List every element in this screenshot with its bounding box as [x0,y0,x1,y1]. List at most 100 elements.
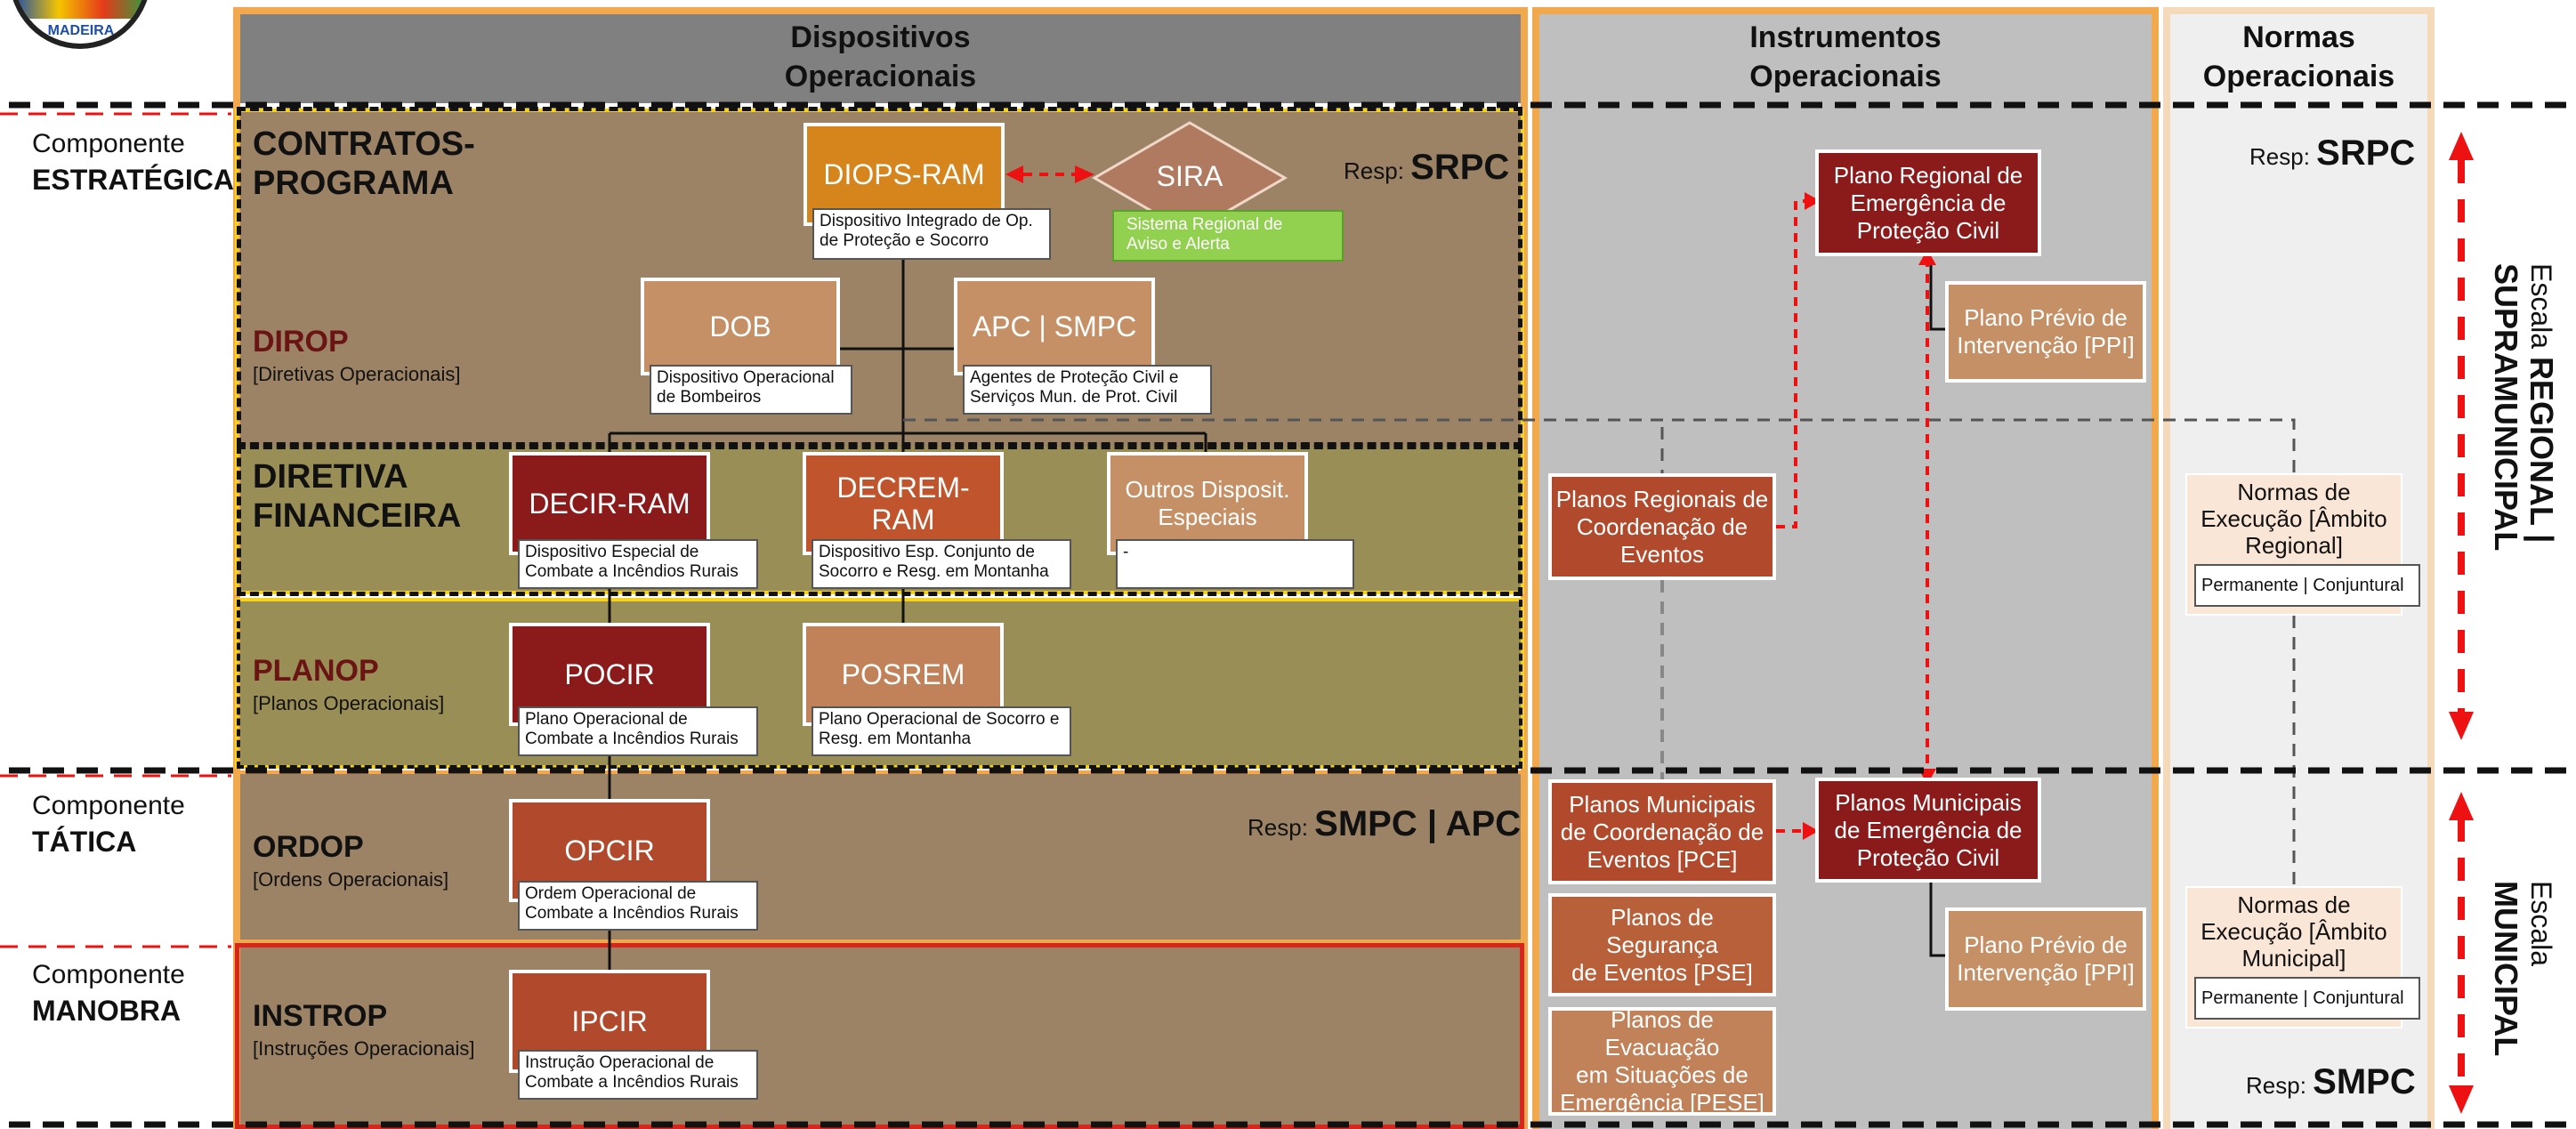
dispositivos-title: Dispositivos Operacionais [240,18,1521,96]
node-label-line: Planos Regionais de [1555,485,1769,512]
node-ppi-regional[interactable]: Plano Prévio de Intervenção [PPI] [1945,281,2146,383]
node-label-line: Emergência de [1850,189,2007,216]
desc-line: Aviso e Alerta [1126,235,1230,254]
resp-srpc-normas: Resp: SRPC [2249,133,2415,173]
desc-dob: Dispositivo Operacional de Bombeiros [650,365,852,415]
node-label-line: Emergência [PESE] [1560,1089,1764,1116]
normas-line: Normas de [2237,479,2351,505]
desc-line: Plano Operacional de [525,710,688,729]
desc-line: Plano Operacional de Socorro e [819,710,1060,729]
diretiva-title: DIRETIVA FINANCEIRA [253,457,461,536]
desc-line: Combate a Incêndios Rurais [525,1073,739,1092]
sira-label: SIRA [1156,160,1223,192]
desc-decrem-ram: Dispositivo Esp. Conjunto de Socorro e R… [812,539,1071,589]
band-instrop [240,947,1521,1125]
normas-line: Municipal] [2241,945,2346,972]
normas-line: Normas de [2237,891,2351,918]
node-label-line: Eventos [PCE] [1587,845,1738,873]
scale-name: REGIONAL | SUPRAMUNICIPAL [2488,263,2560,552]
desc-line: Agentes de Proteção Civil e [970,368,1179,387]
node-label-line: de Eventos [PSE] [1571,958,1753,986]
node-planos-seguranca-eventos[interactable]: Planos de Segurança de Eventos [PSE] [1548,893,1776,996]
desc-line: Dispositivo Operacional [657,368,835,387]
normas-regional-tag: Permanente | Conjuntural [2194,564,2420,607]
normas-title-line2: Operacionais [2202,60,2395,93]
planop-title: PLANOP [253,654,379,688]
desc-ipcir: Instrução Operacional de Combate a Incên… [518,1050,758,1100]
instrumentos-title-line1: Instrumentos [1749,20,1942,54]
desc-line: Instrução Operacional de [525,1053,715,1072]
scale-label: Escala [2525,263,2557,350]
diretiva-title-line2: FINANCEIRA [253,497,462,535]
desc-line: Dispositivo Integrado de Op. [820,212,1033,230]
node-ppi-municipal[interactable]: Plano Prévio de Intervenção [PPI] [1945,907,2146,1011]
ordop-title: ORDOP [253,830,364,864]
desc-line: Resg. em Montanha [819,730,972,748]
node-decir-ram[interactable]: DECIR-RAM [509,452,710,555]
scale-regional: Escala REGIONAL | SUPRAMUNICIPAL [2488,263,2560,708]
component-estrategica: Componente ESTRATÉGICA [32,126,234,198]
scale-municipal: Escala MUNICIPAL [2488,881,2559,1059]
node-label-line: de Coordenação de [1560,818,1764,845]
node-label-line: Proteção Civil [1856,843,2000,871]
instrop-title: INSTROP [253,999,388,1033]
node-label-line: Especiais [1158,504,1257,530]
desc-line: de Proteção e Socorro [820,231,989,250]
logo-text: MADEIRA [47,23,115,38]
node-apc-smpc[interactable]: APC | SMPC [954,278,1155,375]
component-name: TÁTICA [32,826,137,858]
node-label-line: Planos Municipais [1569,790,1756,818]
node-label-line: Coordenação de [1576,512,1748,540]
desc-pocir: Plano Operacional de Combate a Incêndios… [518,706,758,756]
node-label-line: Intervenção [PPI] [1957,959,2135,986]
planop-dashed-box [237,600,1522,769]
instrop-subtitle: [Instruções Operacionais] [253,1037,475,1060]
resp-value: SMPC [2313,1062,2416,1101]
component-label: Componente [32,791,185,820]
desc-line: Sistema Regional de [1126,215,1283,234]
node-plano-regional-emergencia[interactable]: Plano Regional de Emergência de Proteção… [1815,149,2041,256]
resp-label: Resp: [2246,1072,2306,1099]
node-planos-municipais-emergencia[interactable]: Planos Municipais de Emergência de Prote… [1815,778,2041,883]
node-planos-municipais-coordenacao[interactable]: Planos Municipais de Coordenação de Even… [1548,779,1776,884]
node-label-line: Planos de Evacuação [1604,1006,1720,1060]
diretiva-dashed-box [237,445,1522,596]
ordop-outline [235,770,1524,943]
node-outros-dispositivos[interactable]: Outros Disposit. Especiais [1107,452,1308,555]
desc-line: Serviços Mun. de Prot. Civil [970,388,1178,407]
node-label-line: Plano Prévio de [1964,931,2128,958]
resp-label: Resp: [1344,157,1404,184]
scale-label: Escala [2525,881,2557,967]
node-label-line: Intervenção [PPI] [1957,332,2135,359]
resp-smpc-apc: Resp: SMPC | APC [1248,804,1521,844]
desc-outros-dispositivos: - [1116,539,1354,589]
node-label-line: Proteção Civil [1856,216,2000,244]
component-label: Componente [32,960,185,989]
node-label-line: Eventos [1620,540,1704,568]
desc-line: de Bombeiros [657,388,762,407]
resp-label: Resp: [1248,814,1308,841]
dirop-dashed-box [237,107,1522,447]
dirop-subtitle: [Diretivas Operacionais] [253,363,461,385]
normas-line: Regional] [2245,532,2343,559]
node-label-line: de Emergência de [1834,816,2023,843]
ordop-subtitle: [Ordens Operacionais] [253,868,449,891]
desc-decir-ram: Dispositivo Especial de Combate a Incênd… [518,539,758,589]
planop-subtitle: [Planos Operacionais] [253,692,445,714]
desc-line: Combate a Incêndios Rurais [525,904,739,923]
instrumentos-title-line2: Operacionais [1749,60,1942,93]
node-planos-evacuacao[interactable]: Planos de Evacuação em Situações de Emer… [1548,1006,1776,1116]
diretiva-title-line1: DIRETIVA [253,458,408,496]
dirop-title: DIROP [253,325,349,359]
resp-value: SRPC [1410,148,1510,187]
node-label-line: em Situações de [1576,1061,1748,1088]
desc-line: Socorro e Resg. em Montanha [819,562,1049,581]
component-name: MANOBRA [32,995,182,1027]
node-planos-regionais-coordenacao[interactable]: Planos Regionais de Coordenação de Event… [1548,473,1776,580]
desc-apc-smpc: Agentes de Proteção Civil e Serviços Mun… [963,365,1212,415]
node-label-line: Planos de Segurança [1606,903,1718,958]
desc-line: - [1123,543,1129,561]
contratos-title: CONTRATOS- PROGRAMA [253,125,475,203]
resp-value: SMPC | APC [1314,804,1522,843]
